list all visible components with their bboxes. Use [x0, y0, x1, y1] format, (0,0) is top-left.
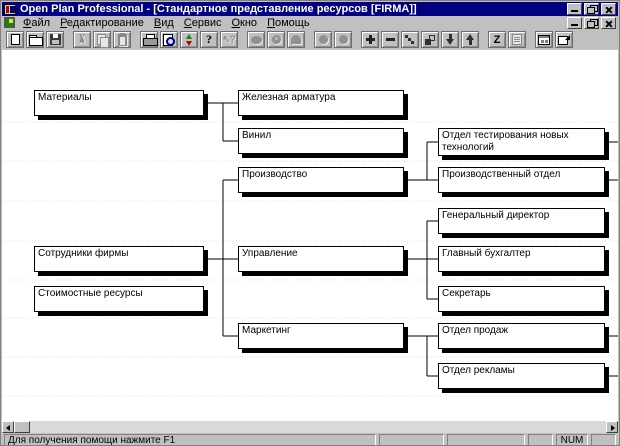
minus-icon — [385, 38, 395, 41]
scroll-left-button[interactable] — [2, 421, 14, 433]
save-floppy-icon — [49, 34, 61, 45]
scrollbar-thumb[interactable] — [14, 421, 30, 433]
minimize-button[interactable] — [567, 3, 582, 15]
node-sales-dept[interactable]: Отдел продаж — [438, 323, 605, 349]
node-materials[interactable]: Материалы — [34, 90, 204, 116]
cut-button[interactable] — [73, 31, 91, 48]
node-vinyl[interactable]: Винил — [238, 128, 404, 154]
window-tile-button[interactable] — [535, 31, 553, 48]
cut-scissors-icon — [77, 34, 87, 46]
move-up-button[interactable] — [461, 31, 479, 48]
child-close-button[interactable] — [601, 16, 616, 29]
copy-icon — [96, 33, 109, 48]
node-iron-rebar[interactable]: Железная арматура — [238, 90, 404, 116]
child-minimize-button[interactable] — [567, 16, 582, 29]
status-panel — [447, 434, 525, 445]
notes-icon — [512, 34, 522, 45]
menu-help[interactable]: Помощь — [267, 16, 310, 29]
notes-button[interactable] — [508, 31, 526, 48]
person-shape-icon — [271, 35, 281, 44]
paste-clipboard-icon — [117, 32, 127, 46]
circle-shape-icon — [338, 35, 348, 44]
shape-circle-b-button[interactable] — [334, 31, 352, 48]
zigzag-icon: Z — [493, 33, 501, 46]
menu-view[interactable]: Вид — [153, 16, 174, 29]
printer-icon — [142, 34, 158, 46]
node-advertising-dept[interactable]: Отдел рекламы — [438, 363, 605, 389]
print-preview-icon — [163, 33, 175, 46]
shape-circle-a-button[interactable] — [314, 31, 332, 48]
plus-icon — [365, 35, 375, 44]
menu-window[interactable]: Окно — [231, 16, 258, 29]
status-panel — [379, 434, 444, 445]
menu-file[interactable]: Файл — [23, 16, 51, 29]
horizontal-scrollbar[interactable] — [2, 421, 618, 433]
node-production-dept[interactable]: Производственный отдел — [438, 167, 605, 193]
steps-icon — [425, 34, 435, 45]
context-help-icon: ↖? — [222, 34, 236, 44]
new-button[interactable] — [6, 31, 24, 48]
restore-button[interactable] — [584, 3, 599, 15]
link-nodes-button[interactable] — [401, 31, 419, 48]
exchange-arrows-icon — [184, 33, 194, 46]
circle-shape-icon — [318, 35, 328, 44]
window-cascade-button[interactable] — [555, 31, 573, 48]
steps-button[interactable] — [421, 31, 439, 48]
node-general-director[interactable]: Генеральный директор — [438, 208, 605, 234]
child-restore-button[interactable] — [584, 16, 599, 29]
shape-ellipse-button[interactable] — [247, 31, 265, 48]
node-new-tech-dept[interactable]: Отдел тестирования новых технологий — [438, 128, 605, 156]
resource-hierarchy-canvas[interactable]: Материалы Сотрудники фирмы Стоимостные р… — [2, 50, 618, 421]
toolbar: ? ↖? Z — [2, 29, 618, 50]
exchange-button[interactable] — [180, 31, 198, 48]
move-down-button[interactable] — [441, 31, 459, 48]
help-icon: ? — [206, 32, 212, 46]
status-panel — [591, 434, 616, 445]
node-secretary[interactable]: Секретарь — [438, 286, 605, 312]
document-icon[interactable] — [4, 17, 15, 28]
arrow-down-icon — [445, 34, 455, 45]
node-chief-accountant[interactable]: Главный бухгалтер — [438, 246, 605, 272]
open-folder-icon — [28, 35, 43, 46]
window-cascade-icon — [558, 34, 570, 45]
help-button[interactable]: ? — [200, 31, 218, 48]
window-tile-icon — [538, 34, 550, 45]
arrow-up-icon — [465, 34, 475, 45]
ellipse-shape-icon — [250, 35, 262, 44]
shape-person-button[interactable] — [267, 31, 285, 48]
link-dots-icon — [405, 34, 415, 45]
node-production[interactable]: Производство — [238, 167, 404, 193]
arch-shape-icon — [291, 35, 301, 44]
app-icon — [4, 3, 16, 15]
save-button[interactable] — [46, 31, 64, 48]
num-lock-indicator: NUM — [556, 434, 588, 445]
menu-bar: Файл Редактирование Вид Сервис Окно Помо… — [2, 16, 618, 29]
node-marketing[interactable]: Маркетинг — [238, 323, 404, 349]
menu-service[interactable]: Сервис — [183, 16, 222, 29]
paste-button[interactable] — [113, 31, 131, 48]
node-employees[interactable]: Сотрудники фирмы — [34, 246, 204, 272]
print-button[interactable] — [140, 31, 158, 48]
status-panel — [528, 434, 553, 445]
print-preview-button[interactable] — [160, 31, 178, 48]
title-bar: Open Plan Professional - [Стандартное пр… — [2, 2, 618, 16]
node-cost-resources[interactable]: Стоимостные ресурсы — [34, 286, 204, 312]
open-button[interactable] — [26, 31, 44, 48]
add-button[interactable] — [361, 31, 379, 48]
scroll-right-button[interactable] — [606, 421, 618, 433]
window-title: Open Plan Professional - [Стандартное пр… — [20, 3, 417, 15]
connector-lines — [2, 102, 618, 397]
close-button[interactable] — [601, 3, 616, 15]
zigzag-button[interactable]: Z — [488, 31, 506, 48]
new-file-icon — [10, 34, 20, 45]
status-help-text: Для получения помощи нажмите F1 — [4, 434, 376, 445]
context-help-button[interactable]: ↖? — [220, 31, 238, 48]
status-bar: Для получения помощи нажмите F1 NUM — [2, 433, 618, 445]
node-management[interactable]: Управление — [238, 246, 404, 272]
remove-button[interactable] — [381, 31, 399, 48]
shape-arch-button[interactable] — [287, 31, 305, 48]
menu-edit[interactable]: Редактирование — [60, 16, 144, 29]
copy-button[interactable] — [93, 31, 111, 48]
